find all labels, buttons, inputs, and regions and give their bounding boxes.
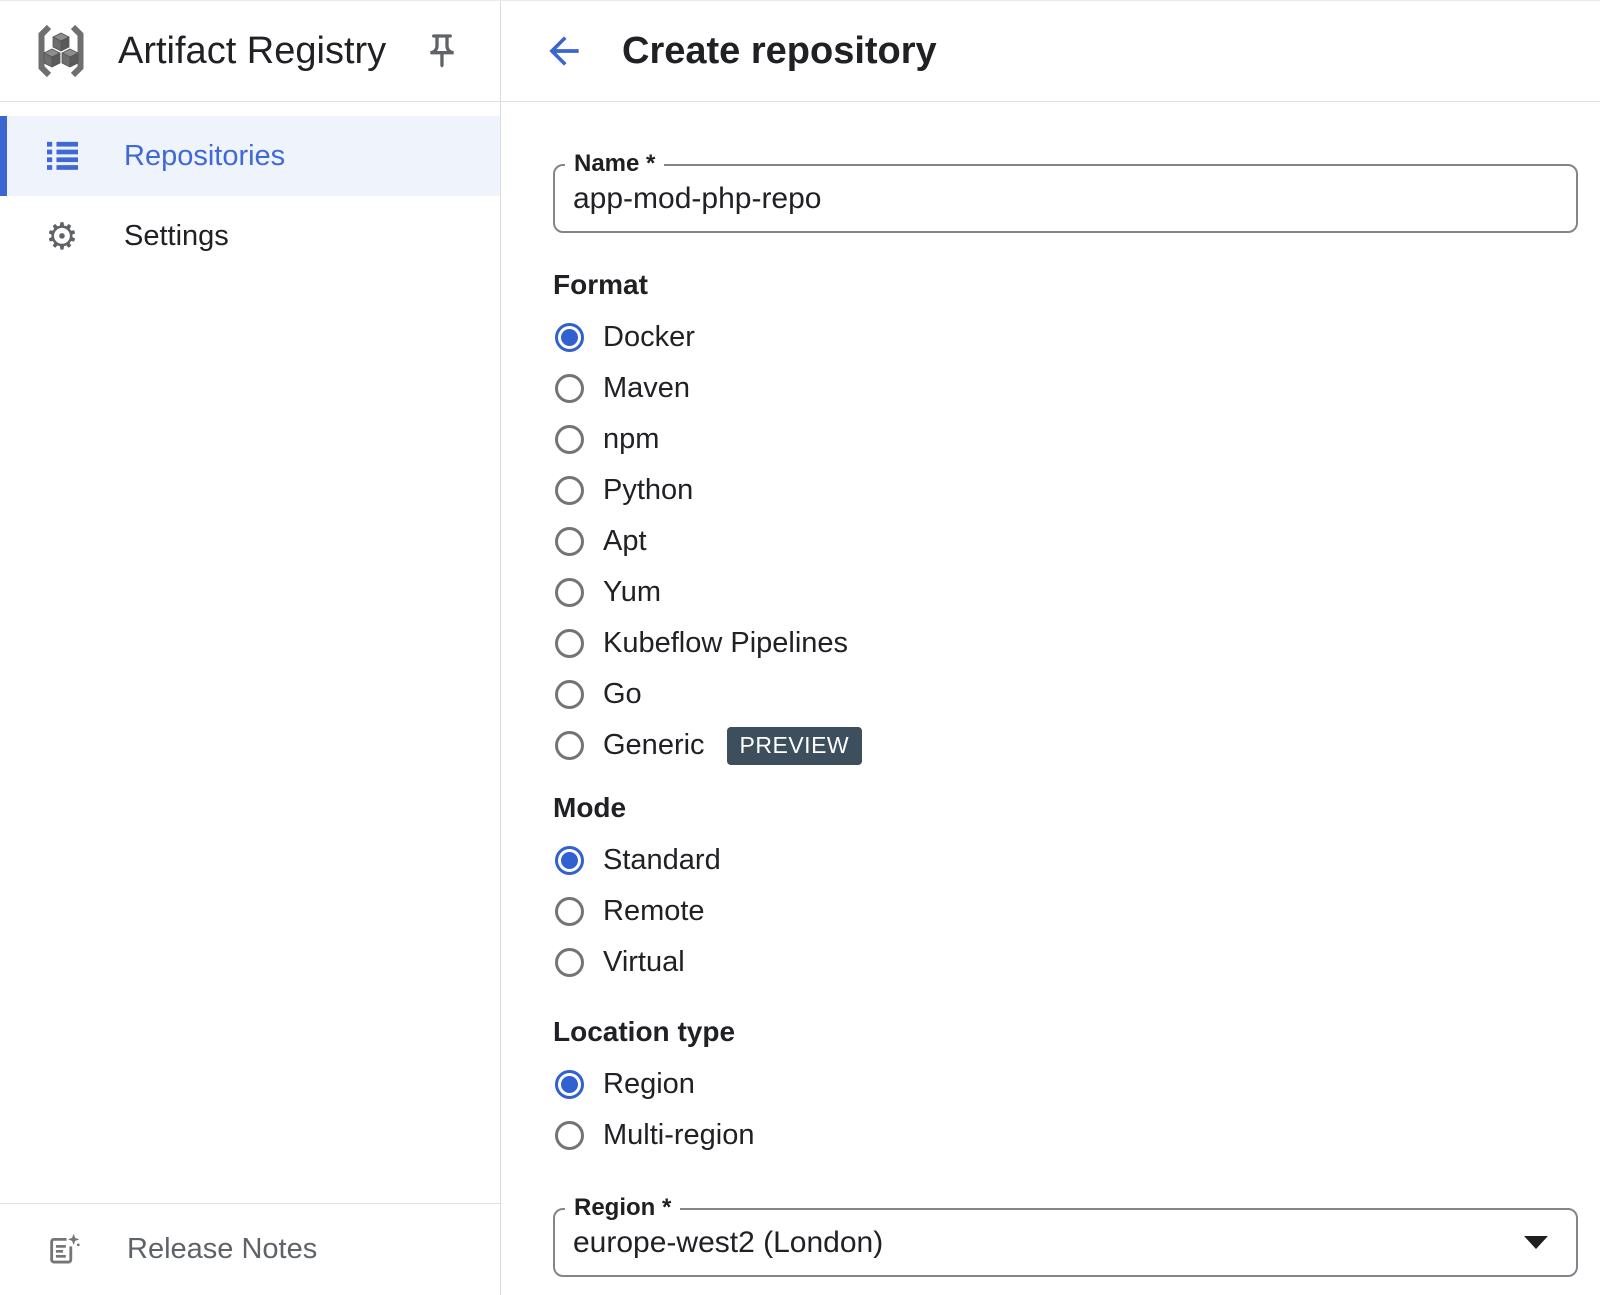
sidebar-item-label: Settings	[124, 219, 229, 252]
radio-icon	[555, 527, 584, 556]
radio-mode-virtual[interactable]: Virtual	[553, 937, 1600, 988]
radio-mode-standard[interactable]: Standard	[553, 835, 1600, 886]
name-input[interactable]: Name * app-mod-php-repo	[553, 150, 1578, 233]
back-button[interactable]	[541, 28, 587, 74]
radio-label: Go	[603, 678, 642, 710]
sidebar: Artifact Registry Repositories	[0, 1, 501, 1295]
radio-location-region[interactable]: Region	[553, 1059, 1600, 1110]
radio-label: Apt	[603, 525, 647, 557]
release-notes-label: Release Notes	[127, 1233, 318, 1265]
radio-icon	[555, 629, 584, 658]
radio-icon	[555, 897, 584, 926]
radio-label: Docker	[603, 321, 695, 353]
sidebar-header: Artifact Registry	[0, 1, 500, 102]
radio-label: Region	[603, 1068, 695, 1100]
radio-icon	[555, 578, 584, 607]
pin-icon[interactable]	[420, 29, 464, 73]
radio-label: Virtual	[603, 946, 685, 978]
radio-icon	[555, 731, 584, 760]
radio-icon	[555, 374, 584, 403]
radio-label: Remote	[603, 895, 705, 927]
region-select-label: Region *	[565, 1194, 681, 1222]
radio-label: Generic	[603, 729, 705, 761]
sidebar-title: Artifact Registry	[118, 29, 387, 72]
sidebar-item-label: Repositories	[124, 139, 286, 172]
radio-label: npm	[603, 423, 660, 455]
create-repository-form: Name * app-mod-php-repo Format Docker Ma…	[501, 102, 1600, 1277]
region-select[interactable]: Region * europe-west2 (London)	[553, 1194, 1578, 1277]
radio-label: Kubeflow Pipelines	[603, 627, 849, 659]
radio-label: Python	[603, 474, 694, 506]
page-title: Create repository	[622, 29, 937, 72]
mode-section: Mode Standard Remote Virtual	[553, 792, 1600, 988]
release-notes-icon	[46, 1232, 80, 1267]
radio-format-npm[interactable]: npm	[553, 414, 1600, 465]
radio-icon	[555, 1070, 584, 1099]
radio-location-multi-region[interactable]: Multi-region	[553, 1110, 1600, 1161]
main-header: Create repository	[501, 1, 1600, 102]
location-type-section-label: Location type	[553, 1016, 736, 1047]
artifact-registry-logo-icon	[38, 24, 84, 78]
radio-format-generic[interactable]: Generic PREVIEW	[553, 720, 1600, 771]
radio-format-python[interactable]: Python	[553, 465, 1600, 516]
name-input-label: Name *	[565, 150, 665, 178]
radio-format-apt[interactable]: Apt	[553, 516, 1600, 567]
radio-icon	[555, 680, 584, 709]
radio-label: Yum	[603, 576, 662, 608]
radio-icon	[555, 323, 584, 352]
format-section: Format Docker Maven npm Python	[553, 269, 1600, 771]
radio-format-docker[interactable]: Docker	[553, 312, 1600, 363]
main-panel: Create repository Name * app-mod-php-rep…	[501, 1, 1600, 1295]
radio-format-go[interactable]: Go	[553, 669, 1600, 720]
radio-icon	[555, 846, 584, 875]
radio-icon	[555, 1121, 584, 1150]
format-section-label: Format	[553, 269, 648, 300]
radio-format-maven[interactable]: Maven	[553, 363, 1600, 414]
sidebar-item-repositories[interactable]: Repositories	[0, 116, 500, 196]
name-input-value: app-mod-php-repo	[573, 181, 822, 215]
dropdown-caret-icon	[1524, 1236, 1548, 1249]
sidebar-nav: Repositories ⚙ Settings	[0, 116, 500, 276]
list-icon	[46, 140, 78, 172]
radio-format-yum[interactable]: Yum	[553, 567, 1600, 618]
radio-icon	[555, 425, 584, 454]
location-type-section: Location type Region Multi-region	[553, 1016, 1600, 1161]
radio-label: Multi-region	[603, 1119, 755, 1151]
gear-icon: ⚙	[45, 214, 79, 258]
radio-label: Maven	[603, 372, 691, 404]
sidebar-item-settings[interactable]: ⚙ Settings	[0, 196, 500, 276]
radio-icon	[555, 476, 584, 505]
preview-badge: PREVIEW	[726, 726, 863, 765]
radio-mode-remote[interactable]: Remote	[553, 886, 1600, 937]
region-select-value: europe-west2 (London)	[573, 1225, 884, 1259]
sidebar-item-release-notes[interactable]: Release Notes	[0, 1203, 500, 1295]
radio-label: Standard	[603, 844, 721, 876]
radio-icon	[555, 948, 584, 977]
radio-format-kubeflow-pipelines[interactable]: Kubeflow Pipelines	[553, 618, 1600, 669]
mode-section-label: Mode	[553, 792, 627, 823]
